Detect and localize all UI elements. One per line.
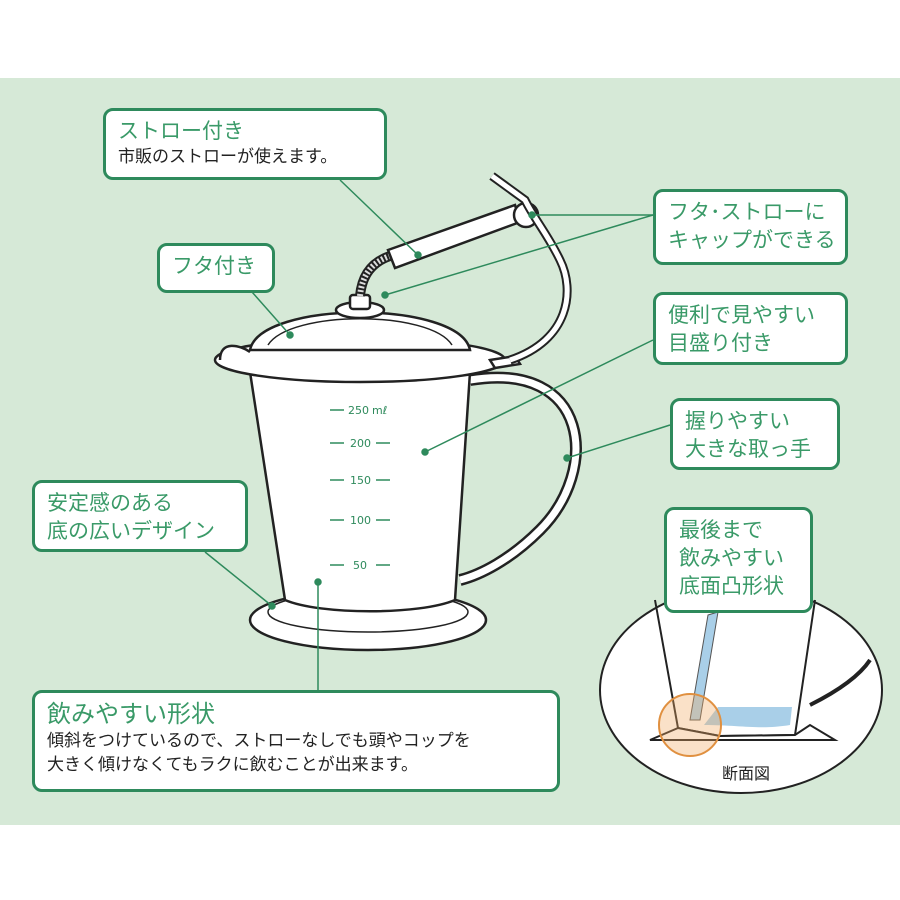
callout-base-line2: 底の広いデザイン [47, 519, 215, 543]
callout-shape-line2: 大きく傾けなくてもラクに飲むことが出来ます。 [47, 755, 418, 775]
callout-base: 安定感のある 底の広いデザイン [32, 480, 248, 552]
callout-handle-line2: 大きな取っ手 [685, 437, 811, 461]
callout-base-line1: 安定感のある [47, 491, 173, 515]
callout-shape: 飲みやすい形状 傾斜をつけているので、ストローなしでも頭やコップを 大きく傾けな… [32, 690, 560, 792]
callout-bottom: 最後まで 飲みやすい 底面凸形状 [664, 507, 813, 613]
callout-handle: 握りやすい 大きな取っ手 [670, 398, 840, 470]
callout-cap: フタ･ストローに キャップができる [653, 189, 848, 265]
callout-bottom-line1: 最後まで [679, 518, 763, 542]
callout-shape-title: 飲みやすい形状 [47, 700, 215, 728]
scale-250: 250 [348, 404, 369, 417]
callout-cap-line2: キャップができる [668, 228, 836, 252]
cross-section-label: 断面図 [722, 764, 771, 783]
callout-straw: ストロー付き 市販のストローが使えます。 [103, 108, 387, 180]
callout-straw-body: 市販のストローが使えます。 [118, 147, 338, 167]
cross-section [599, 586, 883, 794]
callout-scale-line1: 便利で見やすい [668, 303, 815, 327]
callout-handle-line1: 握りやすい [685, 409, 790, 433]
callout-shape-line1: 傾斜をつけているので、ストローなしでも頭やコップを [47, 731, 471, 751]
callout-lid: フタ付き [157, 243, 275, 293]
scale-100: 100 [350, 514, 371, 527]
callout-lid-title: フタ付き [172, 254, 256, 278]
callout-straw-title: ストロー付き [118, 119, 244, 143]
callout-bottom-line2: 飲みやすい [679, 546, 784, 570]
scale-unit: mℓ [372, 404, 387, 417]
scale-marks [330, 409, 390, 566]
callout-cap-line1: フタ･ストローに [668, 200, 826, 224]
callout-bottom-line3: 底面凸形状 [679, 574, 784, 598]
scale-50: 50 [353, 559, 367, 572]
callout-scale-line2: 目盛り付き [668, 331, 773, 355]
cup-body [248, 370, 472, 613]
straw [386, 203, 522, 270]
scale-200: 200 [350, 437, 371, 450]
callout-scale: 便利で見やすい 目盛り付き [653, 292, 848, 365]
scale-150: 150 [350, 474, 371, 487]
